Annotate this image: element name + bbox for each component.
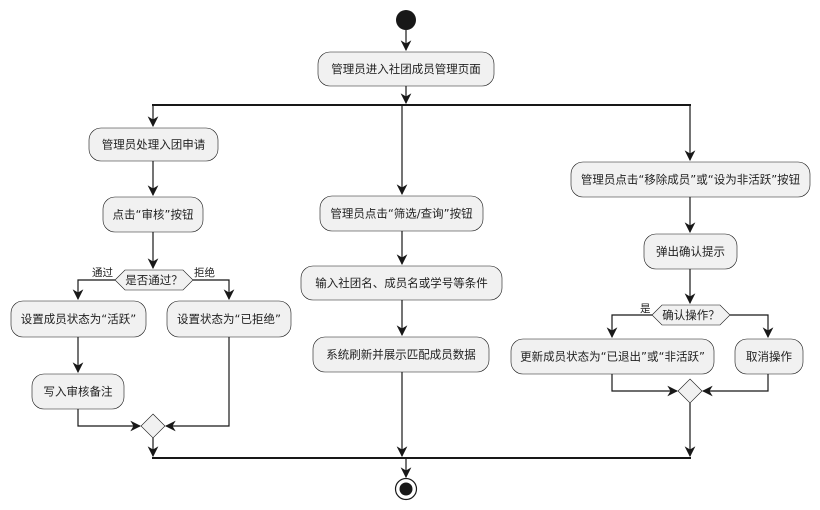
activity-write-note: 写入审核备注 bbox=[31, 373, 125, 410]
activity-text: 系统刷新并展示匹配成员数据 bbox=[326, 348, 476, 362]
activity-handle-application: 管理员处理入团申请 bbox=[88, 127, 219, 162]
activity-text: 写入审核备注 bbox=[44, 385, 113, 399]
activity-text: 点击“审核”按钮 bbox=[113, 208, 194, 222]
edge bbox=[730, 314, 774, 339]
activity-text: 更新成员状态为“已退出”或“非活跃” bbox=[520, 350, 705, 364]
activity-click-filter: 管理员点击“筛选/查询”按钮 bbox=[319, 195, 484, 232]
branch-label-yes: 通过 bbox=[92, 266, 113, 279]
decision-confirm: 确认操作？ bbox=[651, 304, 731, 326]
activity-entry: 管理员进入社团成员管理页面 bbox=[317, 51, 495, 87]
activity-input-conditions: 输入社团名、成员名或学号等条件 bbox=[300, 265, 503, 301]
activity-set-rejected: 设置状态为“已拒绝” bbox=[166, 300, 292, 338]
activity-confirm-prompt: 弹出确认提示 bbox=[643, 233, 738, 270]
decision-approved: 是否通过？ bbox=[114, 269, 194, 291]
branch-label-yes: 是 bbox=[640, 303, 651, 315]
activity-text: 管理员进入社团成员管理页面 bbox=[331, 62, 481, 76]
merge-node bbox=[677, 378, 703, 404]
activity-text: 管理员点击“筛选/查询”按钮 bbox=[330, 207, 473, 221]
activity-click-review: 点击“审核”按钮 bbox=[102, 196, 204, 233]
edge bbox=[701, 374, 769, 397]
decision-text: 是否通过？ bbox=[125, 273, 183, 287]
start-node bbox=[396, 10, 416, 30]
edge bbox=[193, 279, 235, 301]
activity-text: 设置成员状态为“活跃” bbox=[21, 312, 136, 326]
activity-text: 输入社团名、成员名或学号等条件 bbox=[315, 276, 488, 290]
end-node bbox=[394, 477, 418, 501]
activity-set-active: 设置成员状态为“活跃” bbox=[10, 300, 147, 338]
activity-click-remove: 管理员点击“移除成员”或“设为非活跃”按钮 bbox=[570, 161, 811, 198]
edge bbox=[606, 314, 652, 339]
activity-text: 管理员处理入团申请 bbox=[102, 138, 206, 152]
edge bbox=[72, 279, 115, 301]
edge bbox=[164, 337, 230, 432]
activity-text: 取消操作 bbox=[746, 350, 792, 364]
activity-text: 弹出确认提示 bbox=[656, 245, 725, 259]
activity-text: 管理员点击“移除成员”或“设为非活跃”按钮 bbox=[581, 173, 801, 187]
activity-cancel: 取消操作 bbox=[734, 338, 804, 375]
activity-text: 设置状态为“已拒绝” bbox=[177, 312, 281, 326]
activity-update-status: 更新成员状态为“已退出”或“非活跃” bbox=[510, 338, 715, 375]
decision-text: 确认操作？ bbox=[662, 308, 720, 322]
activity-refresh-data: 系统刷新并展示匹配成员数据 bbox=[312, 336, 490, 373]
branch-label-no: 拒绝 bbox=[194, 266, 215, 279]
merge-node bbox=[140, 413, 166, 439]
edge bbox=[611, 374, 679, 397]
edge bbox=[77, 409, 142, 432]
